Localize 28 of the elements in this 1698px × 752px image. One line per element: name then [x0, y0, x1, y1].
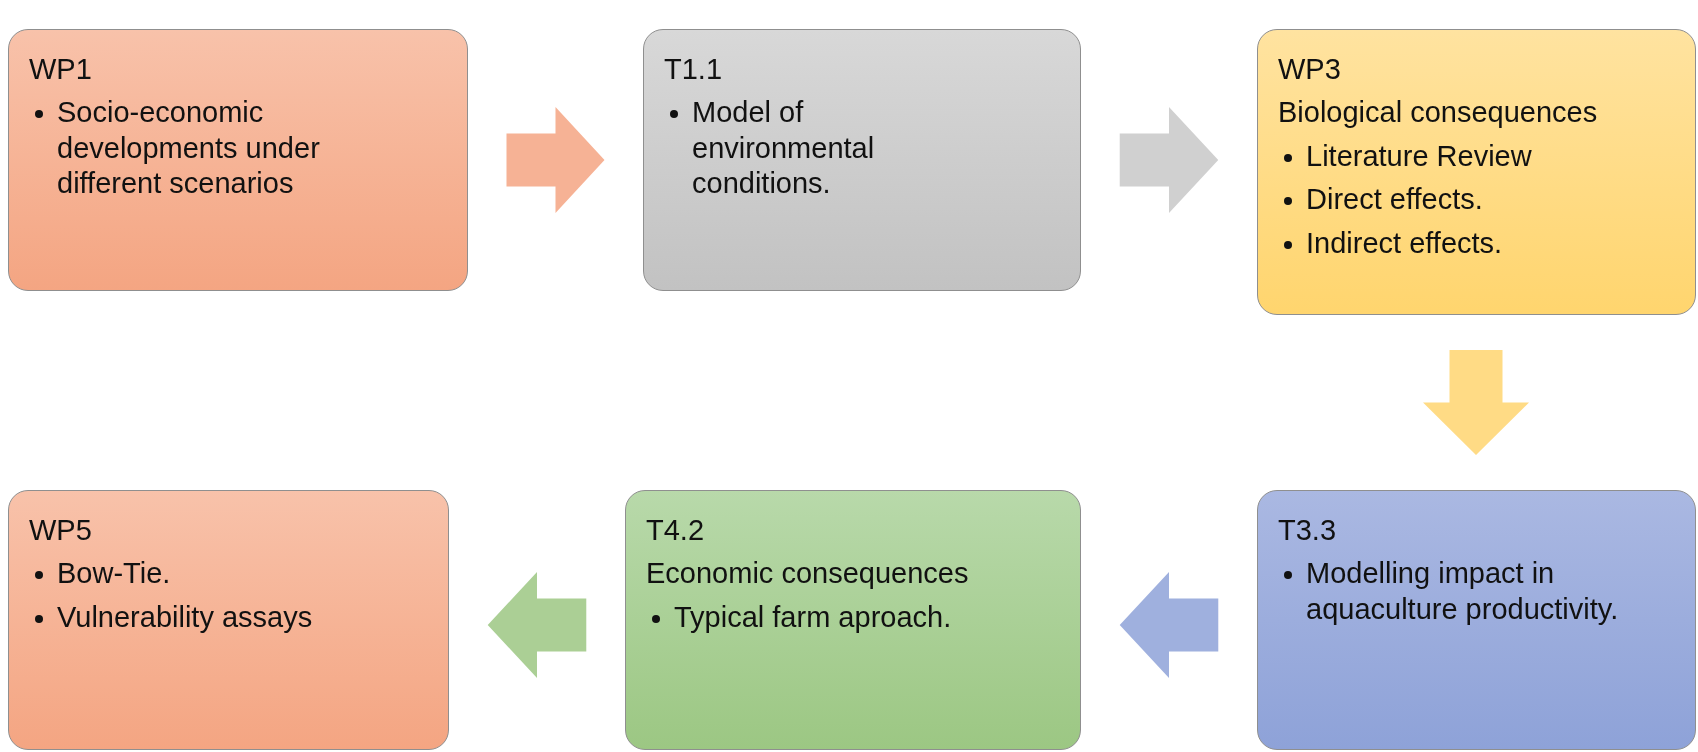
bullet-item: Model of environmental conditions. — [664, 95, 930, 202]
block-arrow — [1119, 572, 1219, 678]
process-box — [1257, 490, 1696, 750]
bullet-item: Socio-economic developments under different scenarios — [29, 95, 397, 202]
bullet-item: Typical farm aproach. — [646, 599, 1066, 636]
bullet-item: Vulnerability assays — [29, 599, 434, 636]
bullet-item: Literature Review — [1278, 138, 1681, 175]
process-box — [8, 490, 449, 750]
process-box — [625, 490, 1081, 750]
box-heading: T3.3 — [1278, 513, 1338, 548]
block-arrow — [1119, 107, 1219, 213]
process-box — [1257, 29, 1696, 315]
bullet-item: Direct effects. — [1278, 182, 1681, 218]
process-box — [643, 29, 1081, 291]
box-subheading: Biological consequences — [1278, 95, 1599, 131]
box-heading: WP5 — [29, 513, 93, 548]
process-box — [8, 29, 468, 291]
box-heading: WP3 — [1278, 52, 1342, 87]
bullet-item: Indirect effects. — [1278, 225, 1681, 261]
block-arrow — [487, 572, 587, 678]
block-arrow — [506, 107, 605, 213]
bullet-item: Modelling impact in aquaculture productivity. — [1278, 556, 1655, 628]
box-heading: WP1 — [29, 52, 93, 87]
block-arrow — [1423, 350, 1529, 455]
box-subheading: Economic consequences — [646, 556, 970, 592]
bullet-item: Bow-Tie. — [29, 556, 434, 592]
box-heading: T1.1 — [664, 52, 724, 87]
box-heading: T4.2 — [646, 513, 706, 548]
